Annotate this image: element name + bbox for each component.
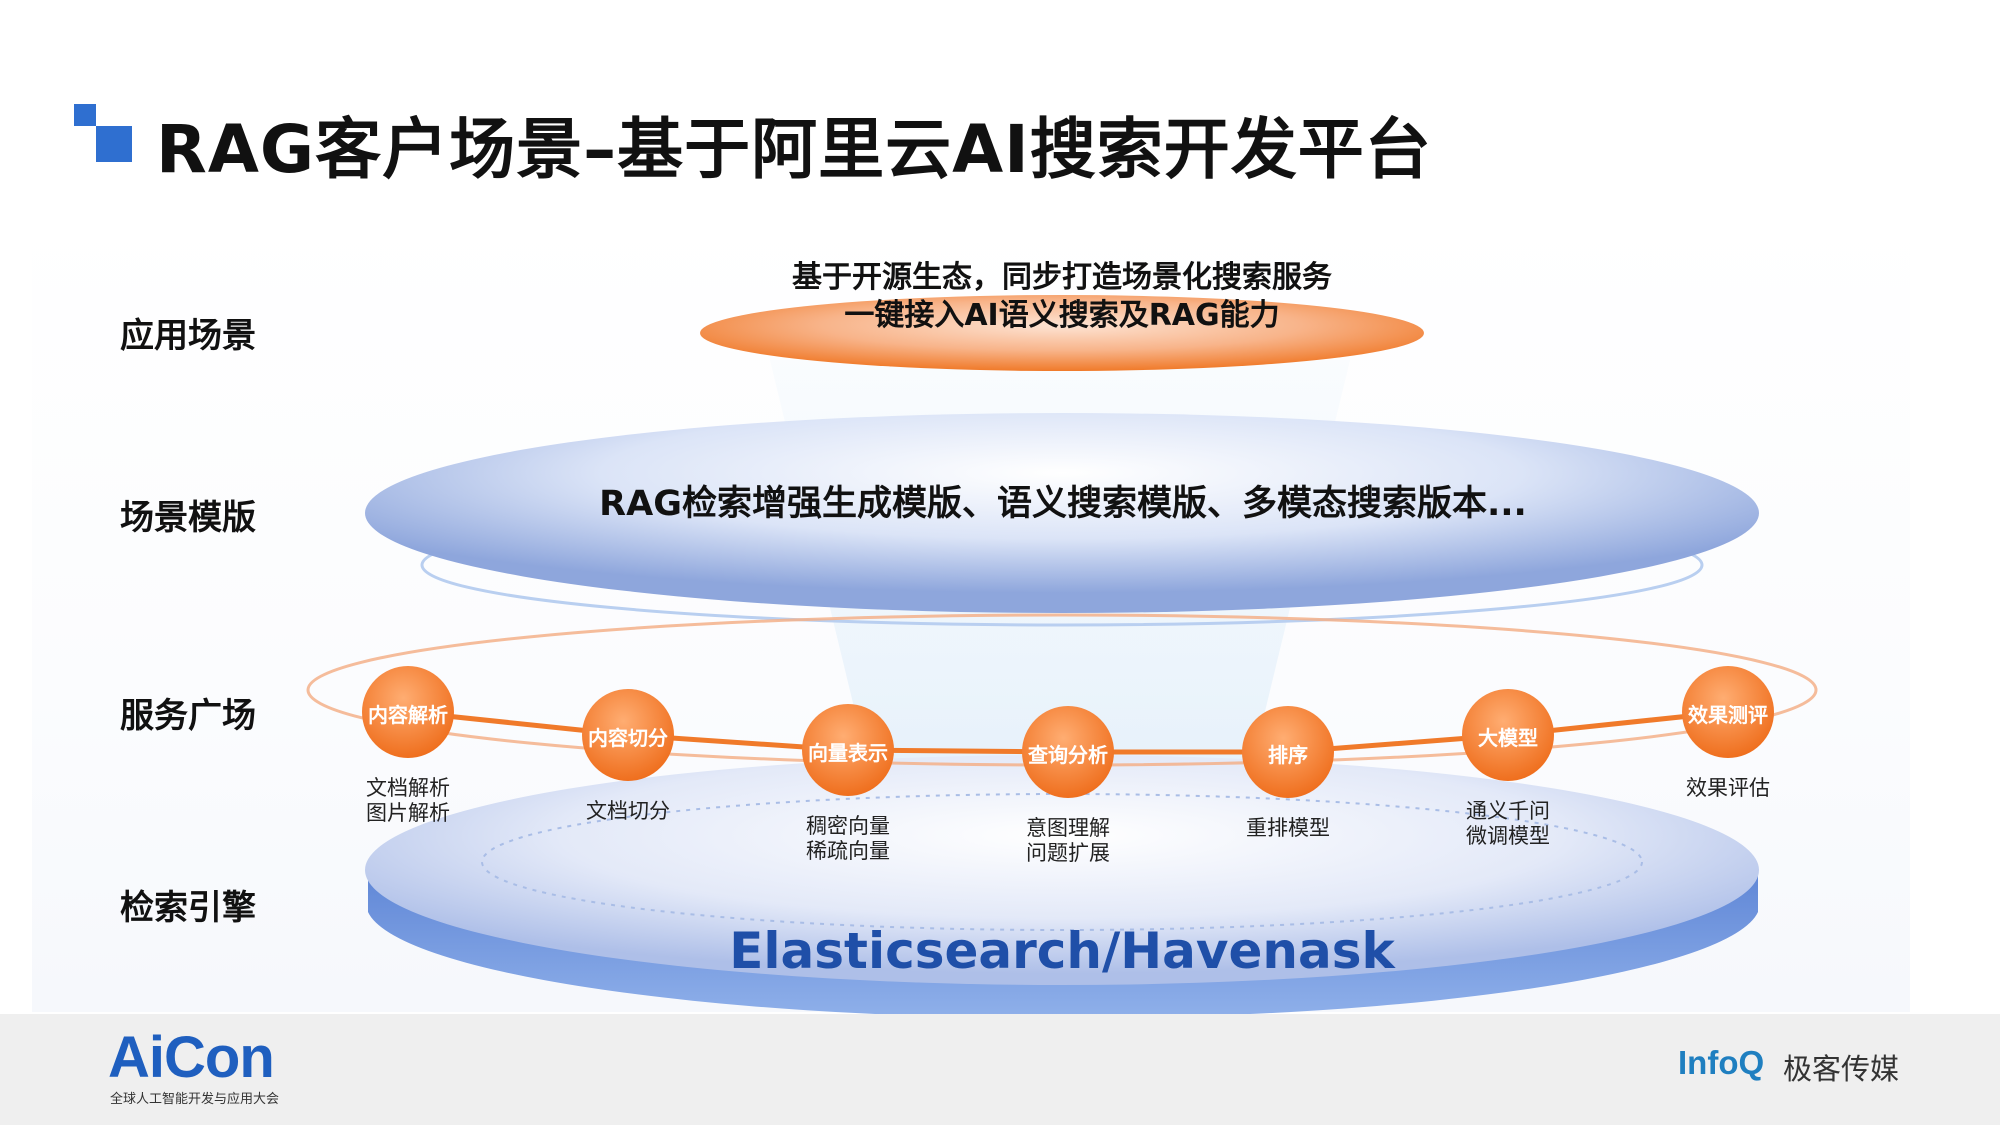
geek-media-logo: 极客传媒 bbox=[1783, 1052, 1900, 1086]
service-node-circle bbox=[1022, 706, 1114, 798]
service-node-description: 问题扩展 bbox=[1026, 841, 1110, 865]
service-node-description: 稠密向量 bbox=[806, 814, 890, 838]
service-node-circle bbox=[582, 689, 674, 781]
layer-label-template: 场景模版 bbox=[120, 498, 256, 538]
service-node-label: 内容切分 bbox=[588, 726, 668, 750]
service-node-label: 大模型 bbox=[1478, 726, 1538, 750]
service-node-description: 图片解析 bbox=[366, 801, 450, 825]
scene-disc bbox=[700, 295, 1424, 371]
service-node-label: 向量表示 bbox=[808, 741, 888, 765]
scene-text-line1: 基于开源生态，同步打造场景化搜索服务 bbox=[792, 260, 1332, 295]
aicon-subtitle: 全球人工智能开发与应用大会 bbox=[110, 1092, 280, 1107]
service-node-description: 微调模型 bbox=[1466, 824, 1550, 848]
footer-bar bbox=[0, 1014, 2000, 1125]
service-node-description: 效果评估 bbox=[1686, 776, 1770, 800]
layer-label-service: 服务广场 bbox=[120, 696, 256, 736]
title-logo-mark bbox=[74, 104, 132, 162]
layer-label-engine: 检索引擎 bbox=[120, 888, 256, 928]
template-text: RAG检索增强生成模版、语义搜索模版、多模态搜索版本... bbox=[599, 484, 1527, 524]
service-node-circle bbox=[1242, 706, 1334, 798]
service-node-circle bbox=[362, 666, 454, 758]
service-node-description: 通义千问 bbox=[1466, 799, 1550, 823]
template-disc bbox=[365, 413, 1759, 613]
service-node-label: 内容解析 bbox=[368, 703, 448, 727]
service-nodes bbox=[362, 666, 1774, 798]
aicon-logo: AiCon bbox=[108, 1025, 275, 1090]
service-node-description: 稀疏向量 bbox=[806, 839, 890, 863]
slide-title: RAG客户场景–基于阿里云AI搜索开发平台 bbox=[156, 111, 1432, 188]
service-node-circle bbox=[1462, 689, 1554, 781]
service-node-description: 文档切分 bbox=[586, 799, 670, 823]
engine-text: Elasticsearch/Havenask bbox=[729, 922, 1395, 980]
service-node-label: 排序 bbox=[1268, 743, 1308, 767]
layer-label-scene: 应用场景 bbox=[120, 316, 256, 356]
infoq-logo: InfoQ bbox=[1678, 1044, 1765, 1081]
service-node-description: 文档解析 bbox=[366, 776, 450, 800]
service-node-circle bbox=[802, 704, 894, 796]
service-node-label: 效果测评 bbox=[1688, 703, 1768, 727]
service-node-description: 意图理解 bbox=[1026, 816, 1110, 840]
engine-inner-ring bbox=[481, 793, 1643, 931]
service-node-description: 重排模型 bbox=[1246, 816, 1330, 840]
engine-disc-top bbox=[365, 755, 1759, 985]
service-node-circle bbox=[1682, 666, 1774, 758]
service-node-label: 查询分析 bbox=[1028, 743, 1108, 767]
scene-text-line2: 一键接入AI语义搜索及RAG能力 bbox=[844, 298, 1280, 333]
